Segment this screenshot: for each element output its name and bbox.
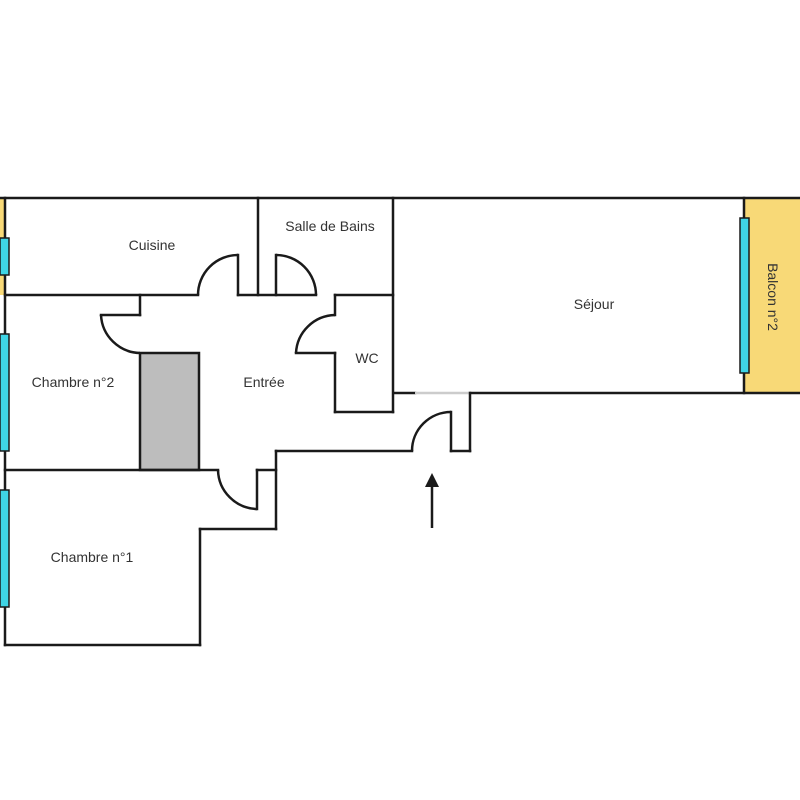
window-chambre-1 <box>0 489 10 608</box>
entrance-arrow-icon <box>425 473 439 528</box>
room-label-wc: WC <box>355 350 379 366</box>
room-label-chambre-2: Chambre n°2 <box>31 374 115 390</box>
windows <box>0 217 750 608</box>
room-label-chambre-1: Chambre n°1 <box>50 549 134 565</box>
balcony-2 <box>744 198 800 393</box>
window-cuisine <box>0 237 10 276</box>
room-label-salle-de-bains: Salle de Bains <box>285 218 375 234</box>
closet <box>138 351 201 472</box>
walls <box>0 196 800 647</box>
room-label-sejour: Séjour <box>573 296 615 312</box>
room-label-cuisine: Cuisine <box>128 237 176 253</box>
room-label-balcon-2: Balcon n°2 <box>765 263 781 331</box>
window-chambre-2 <box>0 333 10 452</box>
room-label-entree: Entrée <box>243 374 285 390</box>
doors <box>99 253 452 511</box>
window-sejour <box>739 217 750 374</box>
